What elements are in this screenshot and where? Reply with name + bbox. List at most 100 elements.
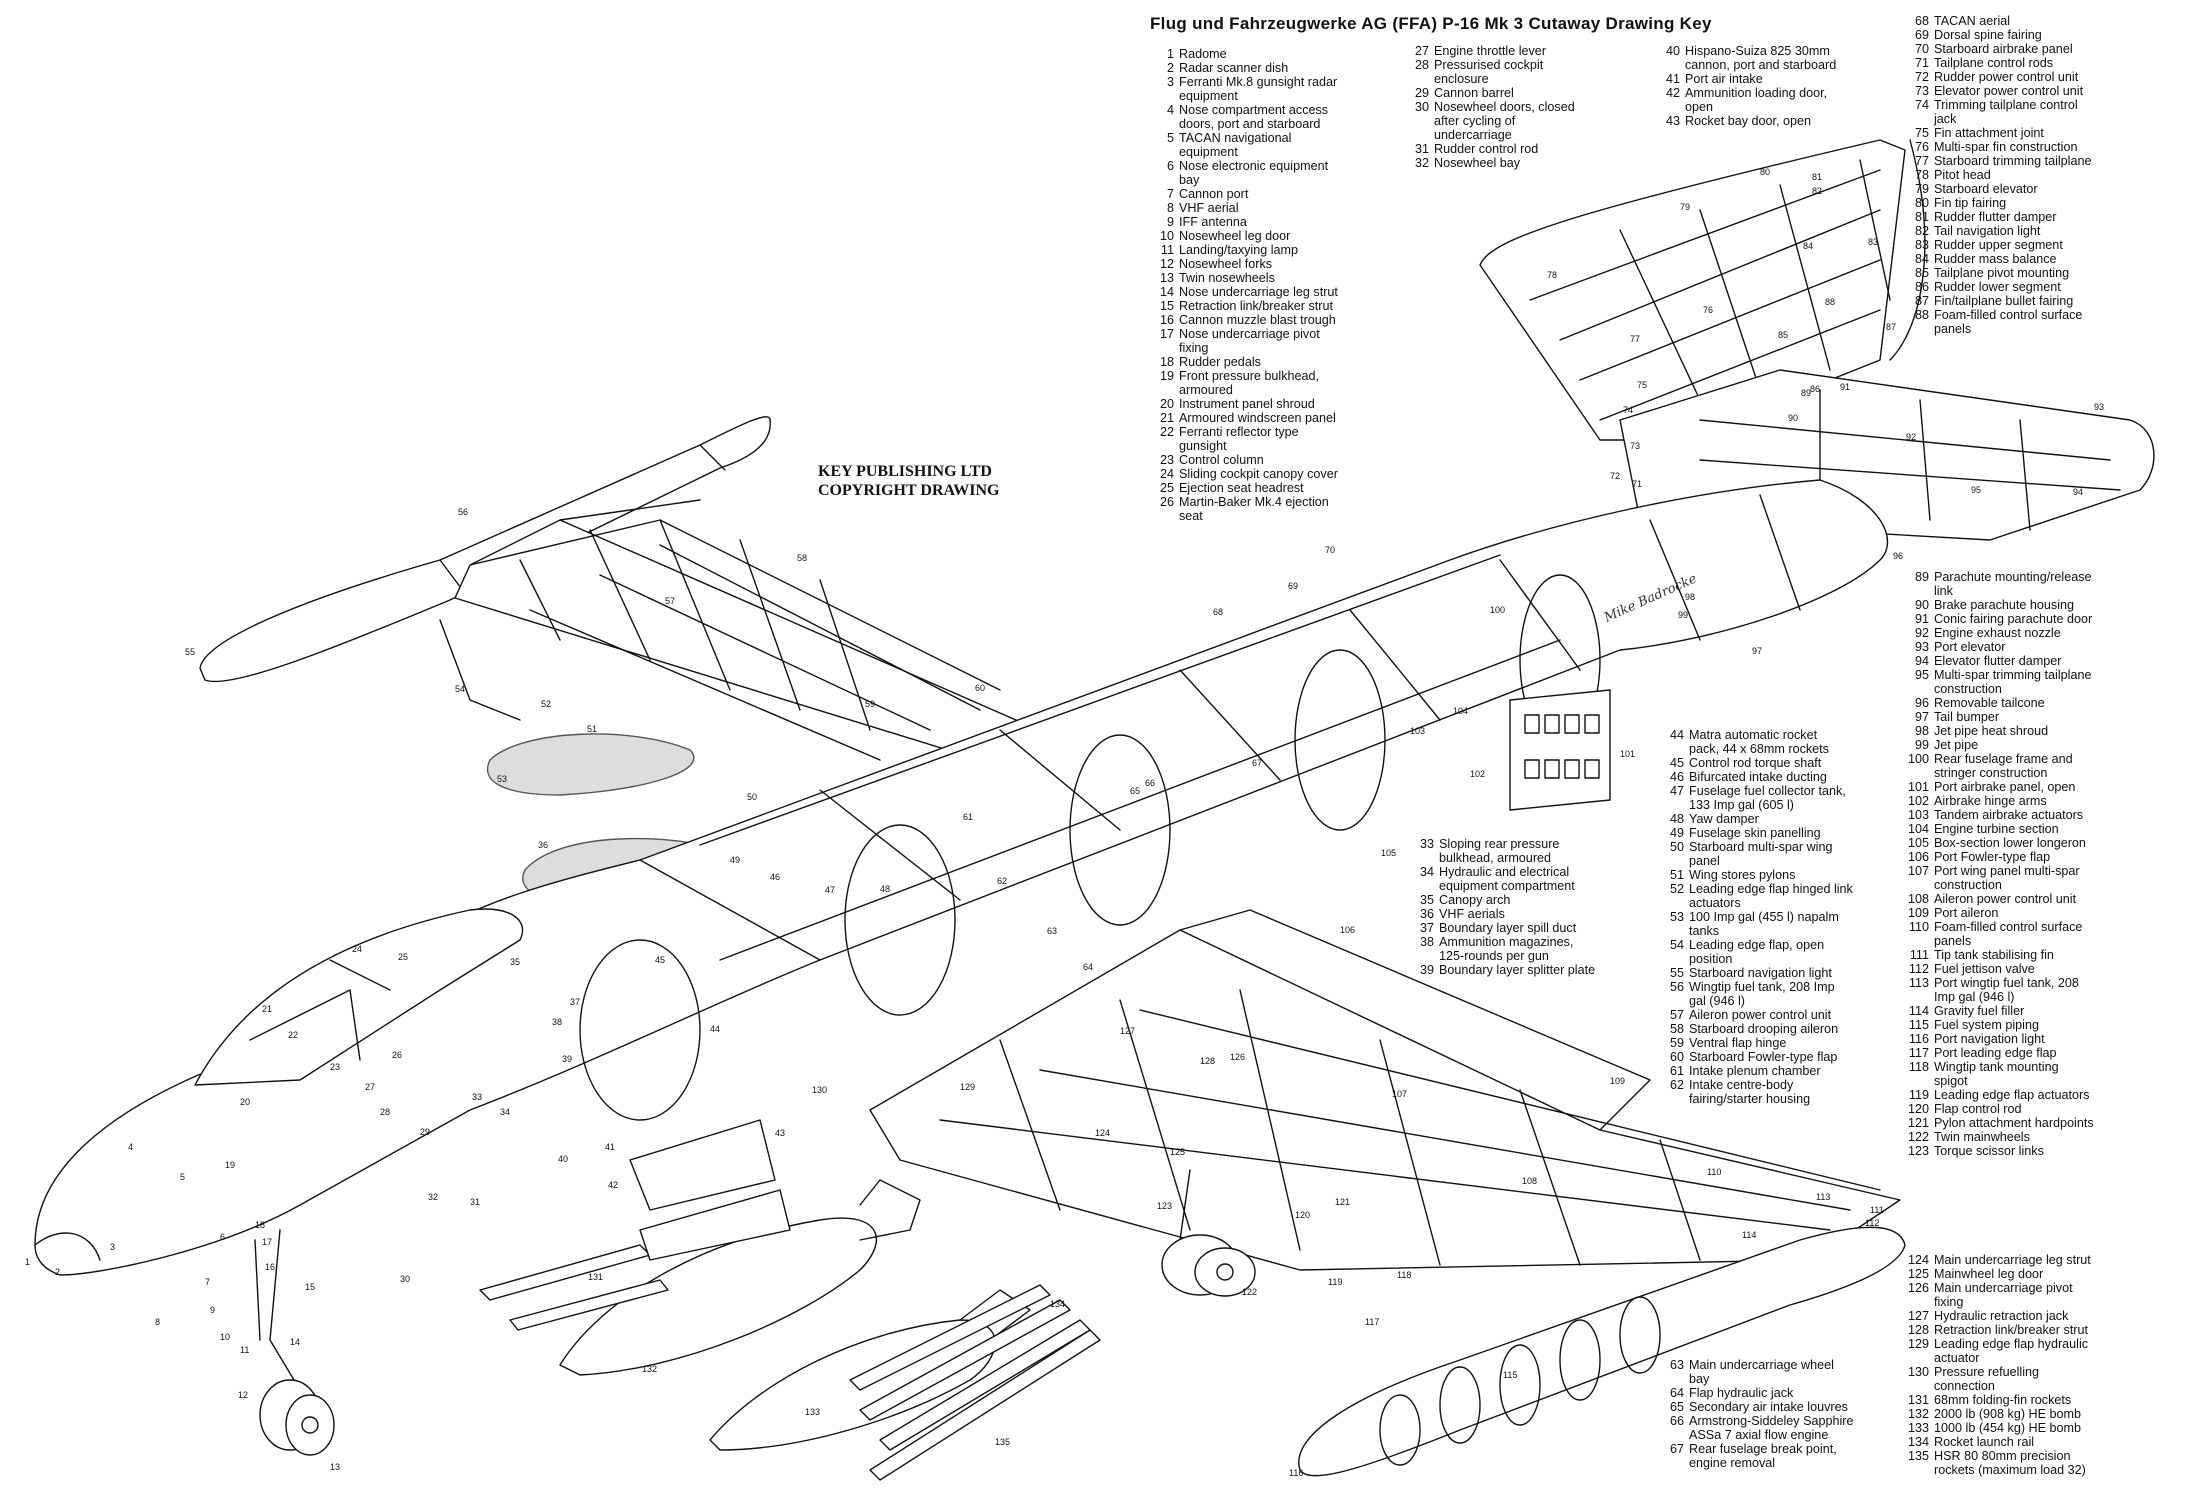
callout-number: 122 <box>1242 1287 1257 1297</box>
key-item-number: 87 <box>1914 294 1929 308</box>
callout-number: 33 <box>472 1092 482 1102</box>
callout-number: 40 <box>558 1154 568 1164</box>
callout-number: 96 <box>1893 551 1903 561</box>
callout-number: 3 <box>110 1242 115 1252</box>
key-item-number: 95 <box>1914 668 1929 682</box>
key-item-text: Hispano-Suiza 825 30mm cannon, port and … <box>1685 44 1837 72</box>
key-item-text: Leading edge flap actuators <box>1934 1088 2090 1102</box>
callout-number: 63 <box>1047 926 1057 936</box>
key-item-number: 32 <box>1414 156 1429 170</box>
callout-number: 50 <box>747 792 757 802</box>
callout-number: 67 <box>1252 758 1262 768</box>
callout-number: 107 <box>1392 1089 1407 1099</box>
callout-number: 80 <box>1760 167 1770 177</box>
key-item-number: 43 <box>1665 114 1680 128</box>
key-item-text: Port aileron <box>1934 906 1999 920</box>
key-item-number: 29 <box>1414 86 1429 100</box>
callout-number: 20 <box>240 1097 250 1107</box>
key-item-text: Twin nosewheels <box>1179 271 1275 285</box>
callout-number: 99 <box>1678 610 1688 620</box>
key-item-number: 93 <box>1914 640 1929 654</box>
key-item-text: Fin/tailplane bullet fairing <box>1934 294 2074 308</box>
key-item-text: Engine turbine section <box>1934 822 2059 836</box>
callout-number: 119 <box>1328 1277 1342 1287</box>
key-item-text: Starboard multi-spar wing panel <box>1689 840 1833 868</box>
key-item-text: Rudder mass balance <box>1934 252 2057 266</box>
key-item-text: Mainwheel leg door <box>1934 1267 2044 1281</box>
key-item-number: 92 <box>1914 626 1929 640</box>
key-item-number: 21 <box>1159 411 1174 425</box>
callout-number: 74 <box>1623 405 1633 415</box>
key-item-number: 62 <box>1669 1078 1684 1092</box>
callout-number: 1 <box>25 1257 30 1267</box>
key-item-number: 13 <box>1159 271 1174 285</box>
callout-number: 14 <box>290 1337 300 1347</box>
callout-number: 126 <box>1230 1052 1245 1062</box>
callout-number: 30 <box>400 1274 410 1284</box>
callout-number: 16 <box>265 1262 275 1272</box>
key-item-number: 61 <box>1669 1064 1684 1078</box>
key-item-text: Jet pipe heat shroud <box>1934 724 2049 738</box>
callout-number: 81 <box>1812 172 1822 182</box>
key-item-text: Foam-filled control surface panels <box>1934 308 2083 336</box>
key-item-text: Foam-filled control surface panels <box>1934 920 2083 948</box>
key-item-number: 105 <box>1907 836 1929 850</box>
callout-number: 104 <box>1453 706 1468 716</box>
port-wing <box>869 909 1901 1271</box>
key-item-text: Radome <box>1179 47 1227 61</box>
key-item-number: 10 <box>1159 229 1174 243</box>
callout-number: 46 <box>770 872 780 882</box>
key-item-text: Fuselage fuel collector tank, 133 Imp ga… <box>1689 784 1846 812</box>
key-item-number: 100 <box>1907 752 1929 766</box>
key-item-number: 128 <box>1907 1323 1929 1337</box>
key-item-number: 110 <box>1908 920 1929 934</box>
key-item-number: 46 <box>1669 770 1684 784</box>
tail-fin <box>1479 139 1926 441</box>
callout-number: 93 <box>2094 402 2104 412</box>
key-item-text: Nose compartment access doors, port and … <box>1179 103 1329 131</box>
key-item-number: 127 <box>1907 1309 1929 1323</box>
callout-number: 129 <box>960 1082 975 1092</box>
key-item-number: 107 <box>1907 864 1929 878</box>
key-item-text: Ammunition magazines, 125-rounds per gun <box>1439 935 1574 963</box>
key-item-text: Port elevator <box>1934 640 2006 654</box>
key-item-number: 123 <box>1907 1144 1929 1158</box>
callout-number: 86 <box>1810 384 1820 394</box>
key-item-text: Box-section lower longeron <box>1934 836 2086 850</box>
callout-number: 76 <box>1703 305 1713 315</box>
key-item-number: 60 <box>1669 1050 1684 1064</box>
starboard-tip-tank <box>199 416 771 683</box>
callout-number: 41 <box>605 1142 615 1152</box>
callout-number: 97 <box>1752 646 1762 656</box>
copyright-text: KEY PUBLISHING LTD COPYRIGHT DRAWING <box>818 463 1000 499</box>
key-item-number: 90 <box>1914 598 1929 612</box>
key-item-number: 89 <box>1914 570 1929 584</box>
callout-number: 108 <box>1522 1176 1537 1186</box>
key-item: 87 Fin/tailplane bullet fairing <box>1905 294 2092 308</box>
callout-number: 83 <box>1868 237 1878 247</box>
callout-number: 47 <box>825 885 835 895</box>
key-item-number: 15 <box>1159 299 1174 313</box>
